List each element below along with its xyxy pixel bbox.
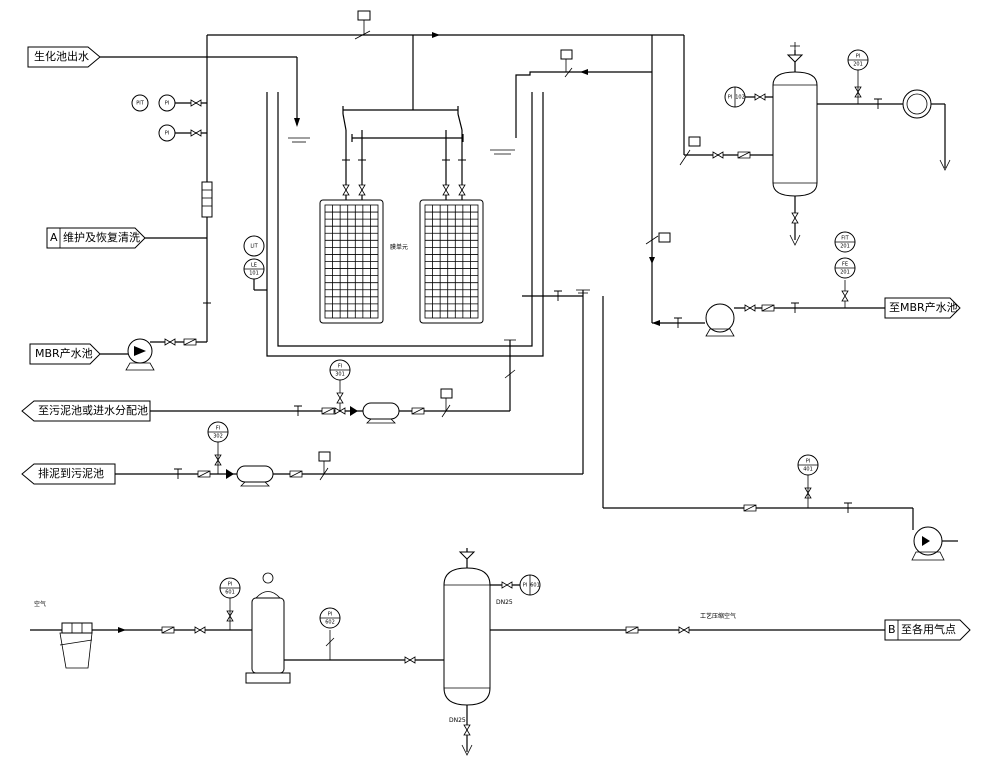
- svg-text:PIT: PIT: [136, 101, 144, 107]
- svg-text:FI: FI: [338, 364, 342, 370]
- svg-text:至MBR产水池: 至MBR产水池: [889, 300, 958, 314]
- arrow-sludge-discharge: 排泥到污泥池: [21, 463, 116, 485]
- svg-text:排泥到污泥池: 排泥到污泥池: [38, 466, 104, 480]
- arrow-to-air-users: B 至各用气点: [884, 619, 971, 641]
- backwash-pump: [100, 338, 207, 371]
- instrument-pi401: PI 401: [797, 454, 819, 476]
- svg-text:PI: PI: [165, 101, 170, 107]
- mbr-tank: [266, 92, 544, 357]
- svg-text:维护及恢复清洗: 维护及恢复清洗: [63, 230, 140, 244]
- svg-text:至污泥池或进水分配池: 至污泥池或进水分配池: [38, 404, 148, 417]
- arrow-to-mbr-permeate: 至MBR产水池: [884, 297, 961, 319]
- instrument-pi201: PI 201: [847, 49, 869, 71]
- svg-text:302: 302: [213, 434, 223, 440]
- instrument-pi-b: PI: [158, 124, 176, 142]
- membrane-grid: [325, 205, 478, 318]
- svg-text:301: 301: [335, 372, 345, 378]
- instrument-fi302: FI 302: [207, 421, 229, 443]
- svg-text:PI: PI: [806, 459, 811, 465]
- svg-text:MBR产水池: MBR产水池: [35, 346, 93, 360]
- svg-text:生化池出水: 生化池出水: [34, 49, 89, 63]
- svg-text:601: 601: [530, 583, 540, 589]
- instrument-fe201: FE 201: [834, 257, 856, 279]
- compressed-air-system: [30, 548, 885, 756]
- instrument-pit: PIT: [131, 94, 149, 112]
- svg-text:PI: PI: [856, 54, 861, 60]
- permeate-pump-line: [645, 232, 885, 337]
- svg-text:201: 201: [840, 270, 850, 276]
- air-label: 空气: [34, 600, 46, 608]
- svg-text:LIT: LIT: [250, 244, 258, 250]
- svg-text:401: 401: [803, 467, 813, 473]
- arrow-bio-effluent: 生化池出水: [27, 46, 101, 68]
- svg-text:201: 201: [853, 62, 863, 68]
- maintenance-line: [145, 35, 213, 342]
- svg-text:602: 602: [325, 620, 335, 626]
- svg-text:201: 201: [840, 244, 850, 250]
- sludge-return-line: [150, 378, 510, 424]
- instrument-pi-air-tank: PI 601: [519, 574, 541, 596]
- membrane-unit-label: 膜单元: [390, 243, 408, 251]
- svg-text:101: 101: [249, 271, 259, 277]
- arrow-to-sludge-distribution: 至污泥池或进水分配池: [21, 400, 151, 422]
- svg-text:PI: PI: [328, 612, 333, 618]
- svg-text:FIT: FIT: [841, 236, 849, 242]
- tank-drain-line: [504, 339, 516, 411]
- dn25-label: DN25: [496, 599, 513, 606]
- instrument-pi102: PI 102: [724, 86, 746, 108]
- instrument-fit201: FIT 201: [834, 231, 856, 253]
- arrow-maintenance-clean: A 维护及恢复清洗: [46, 227, 146, 249]
- svg-text:A: A: [50, 231, 58, 244]
- instrument-fi301: FI 301: [329, 359, 351, 381]
- svg-text:601: 601: [225, 590, 235, 596]
- svg-text:PI: PI: [523, 583, 528, 589]
- svg-text:至各用气点: 至各用气点: [901, 622, 956, 636]
- instrument-pi601: PI 601: [219, 577, 241, 599]
- level-transmitter-line: [253, 278, 267, 291]
- arrow-mbr-permeate-tank: MBR产水池: [29, 343, 101, 365]
- pressure-tank-upper: [679, 42, 951, 246]
- svg-text:FE: FE: [842, 262, 848, 268]
- instrument-pi-a: PI: [158, 94, 176, 112]
- drain-pump-line: [602, 296, 958, 561]
- svg-text:FI: FI: [216, 426, 220, 432]
- svg-text:102: 102: [735, 95, 745, 101]
- sludge-discharge-line: [115, 442, 583, 487]
- top-air-line: [207, 10, 685, 323]
- permeate-header: [341, 35, 467, 200]
- instrument-lit: LIT: [243, 235, 265, 257]
- process-air-label: 工艺压缩空气: [700, 612, 736, 620]
- scum-line: [515, 49, 652, 138]
- tank-air-inlet: [522, 289, 590, 474]
- svg-text:PI: PI: [165, 131, 170, 137]
- svg-text:LE: LE: [251, 263, 257, 269]
- dn25-bottom-label: DN25: [449, 717, 466, 724]
- svg-text:B: B: [888, 623, 896, 636]
- svg-text:PI: PI: [228, 582, 233, 588]
- instrument-le101: LE 101: [243, 258, 265, 280]
- instrument-pi602: PI 602: [319, 607, 341, 629]
- svg-text:PI: PI: [728, 95, 733, 101]
- feed-line: [100, 56, 300, 127]
